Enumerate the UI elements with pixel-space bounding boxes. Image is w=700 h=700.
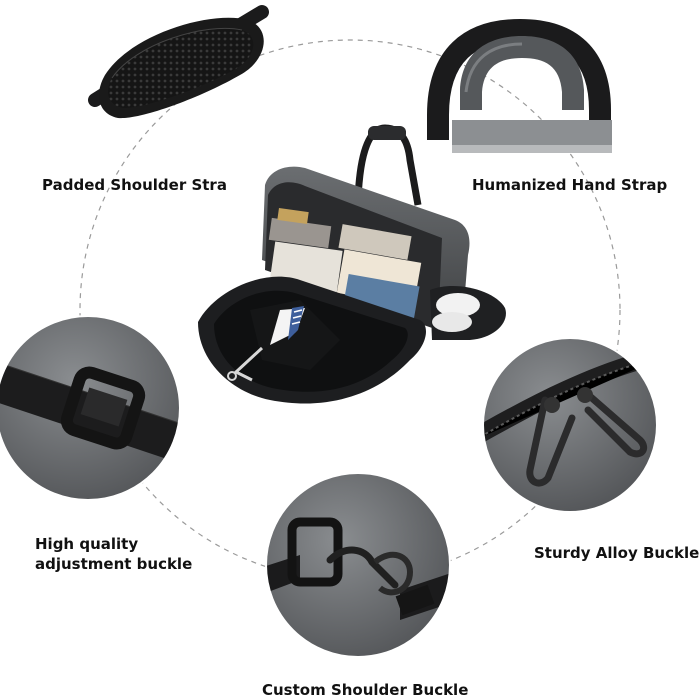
adjustment-buckle-image — [0, 316, 180, 500]
hand-strap-image — [427, 18, 612, 153]
label-alloy-buckle: Sturdy Alloy Buckle — [534, 544, 700, 562]
label-adjustment-line1: High quality — [35, 535, 139, 553]
label-hand-strap: Humanized Hand Strap — [472, 176, 668, 194]
duffel-bag-image — [198, 124, 506, 404]
shoulder-pad-image — [88, 5, 269, 119]
label-adjustment-line2: adjustment buckle — [35, 555, 193, 573]
custom-buckle-image — [266, 473, 450, 657]
custom-buckle-frame — [265, 472, 451, 658]
alloy-buckle-image — [483, 338, 657, 512]
adjustment-buckle-frame — [0, 315, 181, 501]
label-custom-shoulder-buckle: Custom Shoulder Buckle — [262, 681, 469, 699]
label-padded-shoulder-strap: Padded Shoulder Stra — [42, 176, 227, 194]
label-adjustment-buckle: High quality adjustment buckle — [35, 534, 205, 574]
alloy-buckle-frame — [482, 337, 658, 513]
